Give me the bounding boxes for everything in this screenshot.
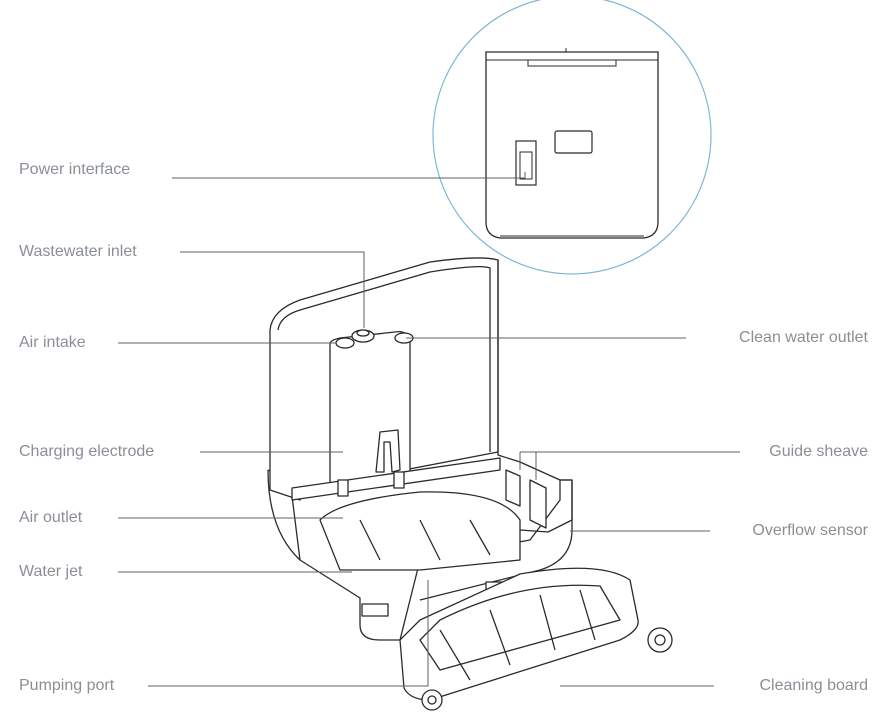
electrode-left xyxy=(337,479,349,497)
leader-pumping-port xyxy=(148,580,429,687)
label-cleaning-board: Cleaning board xyxy=(759,677,868,694)
cleaning-board xyxy=(399,567,639,701)
leader-wastewater-inlet xyxy=(180,251,365,328)
front-slot-left xyxy=(361,603,389,617)
leader-power-interface xyxy=(172,172,526,179)
base-station xyxy=(267,257,673,711)
label-pumping-port: Pumping port xyxy=(19,677,115,694)
label-wastewater-inlet: Wastewater inlet xyxy=(19,243,137,260)
leader-lines xyxy=(118,172,740,687)
electrode-right xyxy=(393,471,405,489)
label-charging-electrode: Charging electrode xyxy=(19,443,155,460)
label-clean-water-outlet: Clean water outlet xyxy=(739,329,868,346)
label-air-outlet: Air outlet xyxy=(19,509,83,526)
rear-label-plate xyxy=(554,130,593,154)
tank-handle xyxy=(375,429,401,473)
label-overflow-sensor: Overflow sensor xyxy=(752,522,868,539)
guide-sheave-left xyxy=(505,469,521,507)
label-guide-sheave: Guide sheave xyxy=(769,443,868,460)
air-intake-port xyxy=(335,337,355,349)
guide-sheave-right xyxy=(529,479,547,529)
label-power-interface: Power interface xyxy=(19,161,131,178)
label-air-intake: Air intake xyxy=(19,334,86,351)
label-water-jet: Water jet xyxy=(19,563,83,580)
rear-view-detail xyxy=(432,0,712,275)
